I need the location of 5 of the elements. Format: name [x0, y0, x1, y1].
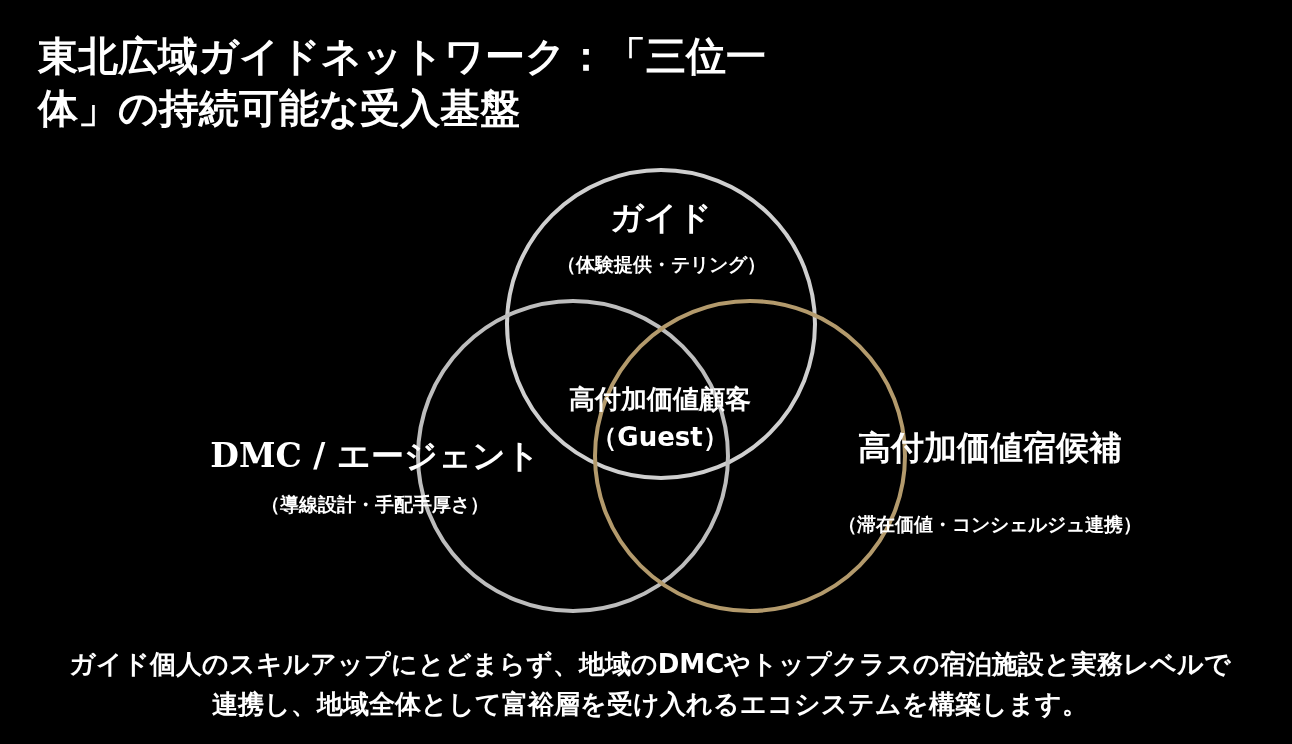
circle-subtitle: （体験提供・テリング） [556, 252, 766, 277]
slide-title: 東北広域ガイドネットワーク：「三位一体」の持続可能な受入基盤 [38, 31, 767, 133]
circle-heading: ガイド [610, 197, 712, 239]
center-label: （Guest） [591, 421, 729, 454]
caption-text: ガイド個人のスキルアップにとどまらず、地域のDMCやトップクラスの宿泊施設と実務レベルで連携し、地域全体として富裕層を受け入れるエコシステムを構築します。 [67, 648, 1233, 721]
